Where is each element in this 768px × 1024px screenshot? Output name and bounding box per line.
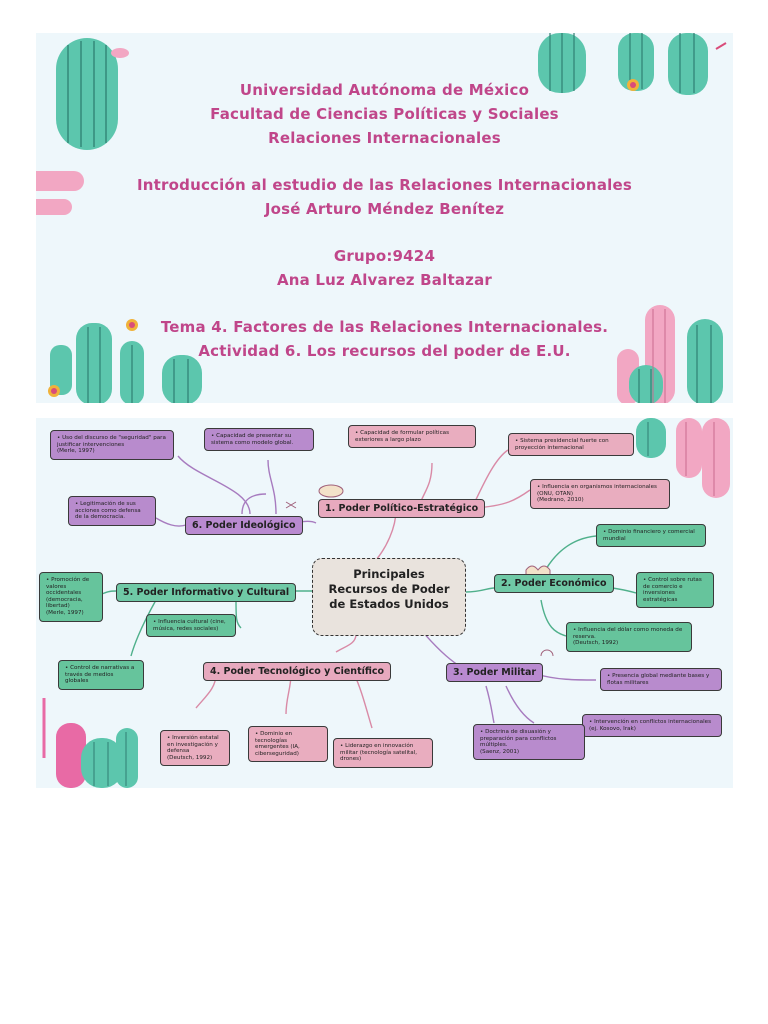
node-poder-tecnologico: 4. Poder Tecnológico y Científico (203, 662, 392, 681)
leaf-economico-control: Control sobre rutas de comercio e invers… (636, 572, 714, 609)
leaf-militar-doctrina: Doctrina de disuasión y preparación para… (473, 724, 585, 761)
student-name: Ana Luz Alvarez Baltazar (276, 271, 493, 289)
leaf-tecnologico-dominio: Dominio en tecnologías emergentes (IA, c… (248, 726, 328, 763)
citation: (Merle, 1997) (46, 609, 84, 616)
teacher-name: José Arturo Méndez Benítez (264, 200, 505, 218)
citation: (Merle, 1997) (57, 448, 95, 455)
citation: (Deutsch, 1992) (573, 640, 619, 647)
node-poder-economico: 2. Poder Económico (494, 574, 614, 593)
node-poder-informativo: 5. Poder Informativo y Cultural (116, 583, 297, 602)
cactus-bottom-left-illustration (48, 319, 202, 403)
citation: (Deutsch, 1992) (167, 754, 213, 761)
center-line: Recursos de Poder (328, 582, 450, 596)
node-poder-ideologico: 6. Poder Ideológico (185, 516, 303, 535)
citation: (Saenz, 2001) (480, 748, 520, 755)
leaf-informativo-cultural: Influencia cultural (cine, música, redes… (146, 614, 236, 638)
faculty-name: Facultad de Ciencias Políticas y Sociale… (210, 105, 559, 123)
cactus-top-right-illustration (538, 33, 727, 95)
mind-map-page: Principales Recursos de Poder de Estados… (36, 418, 733, 788)
cactus-bottom-right-illustration (617, 305, 723, 403)
connector-lines (42, 418, 730, 788)
leaf-informativo-promocion: Promoción de valores occidentales (democ… (39, 572, 103, 622)
leaf-ideologico-capacidad: Capacidad de presentar su sistema como m… (204, 428, 314, 452)
cactus-top-left-illustration (36, 38, 129, 215)
topic-title: Tema 4. Factores de las Relaciones Inter… (160, 318, 609, 336)
leaf-economico-financiero: Dominio financiero y comercial mundial (596, 524, 706, 548)
leaf-politico-organismos: Influencia en organismos internacionales… (530, 479, 670, 509)
node-poder-militar: 3. Poder Militar (446, 663, 544, 682)
leaf-ideologico-legitimacion: Legitimación de sus acciones como defens… (68, 496, 156, 526)
course-name: Introducción al estudio de las Relacione… (137, 176, 632, 194)
program-name: Relaciones Internacionales (268, 129, 501, 147)
leaf-militar-intervencion: Intervención en conflictos internacional… (582, 714, 722, 738)
university-name: Universidad Autónoma de México (239, 81, 530, 99)
cover-page: Universidad Autónoma de México Facultad … (36, 33, 733, 403)
leaf-informativo-control: Control de narrativas a través de medios… (58, 660, 144, 690)
leaf-tecnologico-inversion: Inversión estatal en investigación y def… (160, 730, 230, 767)
center-line: Principales (353, 567, 425, 581)
center-line: de Estados Unidos (329, 597, 449, 611)
leaf-militar-presencia: Presencia global mediante bases y flotas… (600, 668, 722, 692)
leaf-tecnologico-liderazgo: Liderazgo en innovación militar (tecnolo… (333, 738, 433, 768)
leaf-economico-dolar: Influencia del dólar como moneda de rese… (566, 622, 692, 652)
activity-title: Actividad 6. Los recursos del poder de E… (198, 342, 571, 360)
leaf-ideologico-uso: Uso del discurso de "seguridad" para jus… (50, 430, 174, 460)
group-number: Grupo:9424 (333, 247, 436, 265)
citation: (Medrano, 2010) (537, 497, 584, 504)
center-node: Principales Recursos de Poder de Estados… (312, 558, 466, 636)
node-poder-politico: 1. Poder Político-Estratégico (318, 499, 486, 518)
leaf-politico-presidencial: Sistema presidencial fuerte con proyecci… (508, 433, 634, 457)
leaf-politico-formular: Capacidad de formular políticas exterior… (348, 425, 476, 449)
